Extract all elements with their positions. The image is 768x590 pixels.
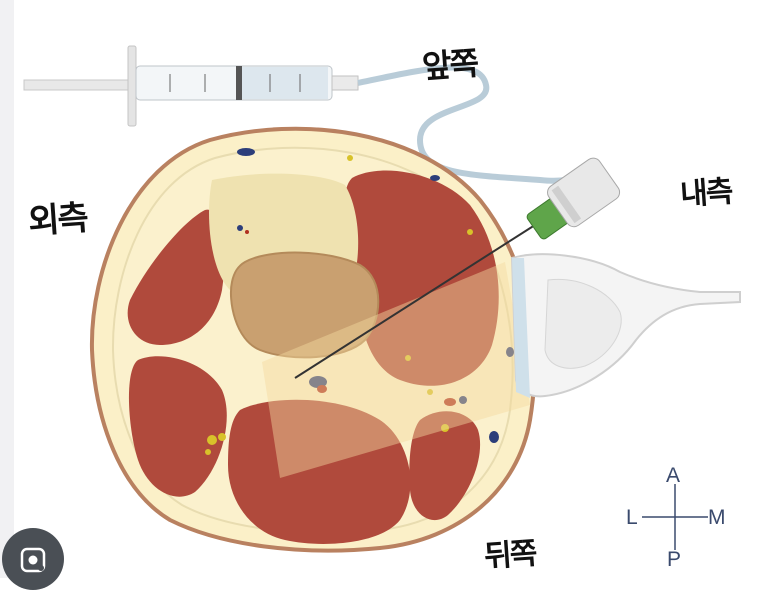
bone xyxy=(229,251,380,359)
muscle-lateral xyxy=(128,356,227,497)
compass-posterior: P xyxy=(667,548,682,571)
anterior-handwritten-label: 앞쪽 xyxy=(420,44,479,86)
compass-cross xyxy=(642,484,708,550)
compass-anterior: A xyxy=(666,464,681,487)
syringe xyxy=(23,45,359,127)
posterior-handwritten-label: 뒤쪽 xyxy=(483,536,537,575)
muscle-posterior xyxy=(228,399,411,544)
lens-search-icon xyxy=(20,547,46,573)
needle xyxy=(294,224,536,379)
diagram-stage: 앞쪽 외측 내측 뒤쪽 A P L M xyxy=(0,0,741,590)
nerve-dots xyxy=(205,155,473,455)
lens-search-button[interactable] xyxy=(2,528,64,590)
needle-hub xyxy=(526,157,621,240)
cross-section-illustration xyxy=(23,45,741,553)
ultrasound-probe xyxy=(510,253,741,398)
compass-lateral: L xyxy=(626,506,638,529)
compass-medial: M xyxy=(708,506,726,529)
medial-handwritten-label: 내측 xyxy=(679,174,733,213)
muscle-posteromedial xyxy=(409,411,481,521)
muscle-anterolateral xyxy=(127,209,225,345)
extension-tubing xyxy=(357,64,577,184)
lateral-handwritten-label: 외측 xyxy=(26,197,89,242)
ultrasound-beam xyxy=(262,262,530,478)
muscle-anteromedial xyxy=(344,170,499,386)
left-edge-strip xyxy=(0,0,14,578)
vessels xyxy=(237,148,514,443)
